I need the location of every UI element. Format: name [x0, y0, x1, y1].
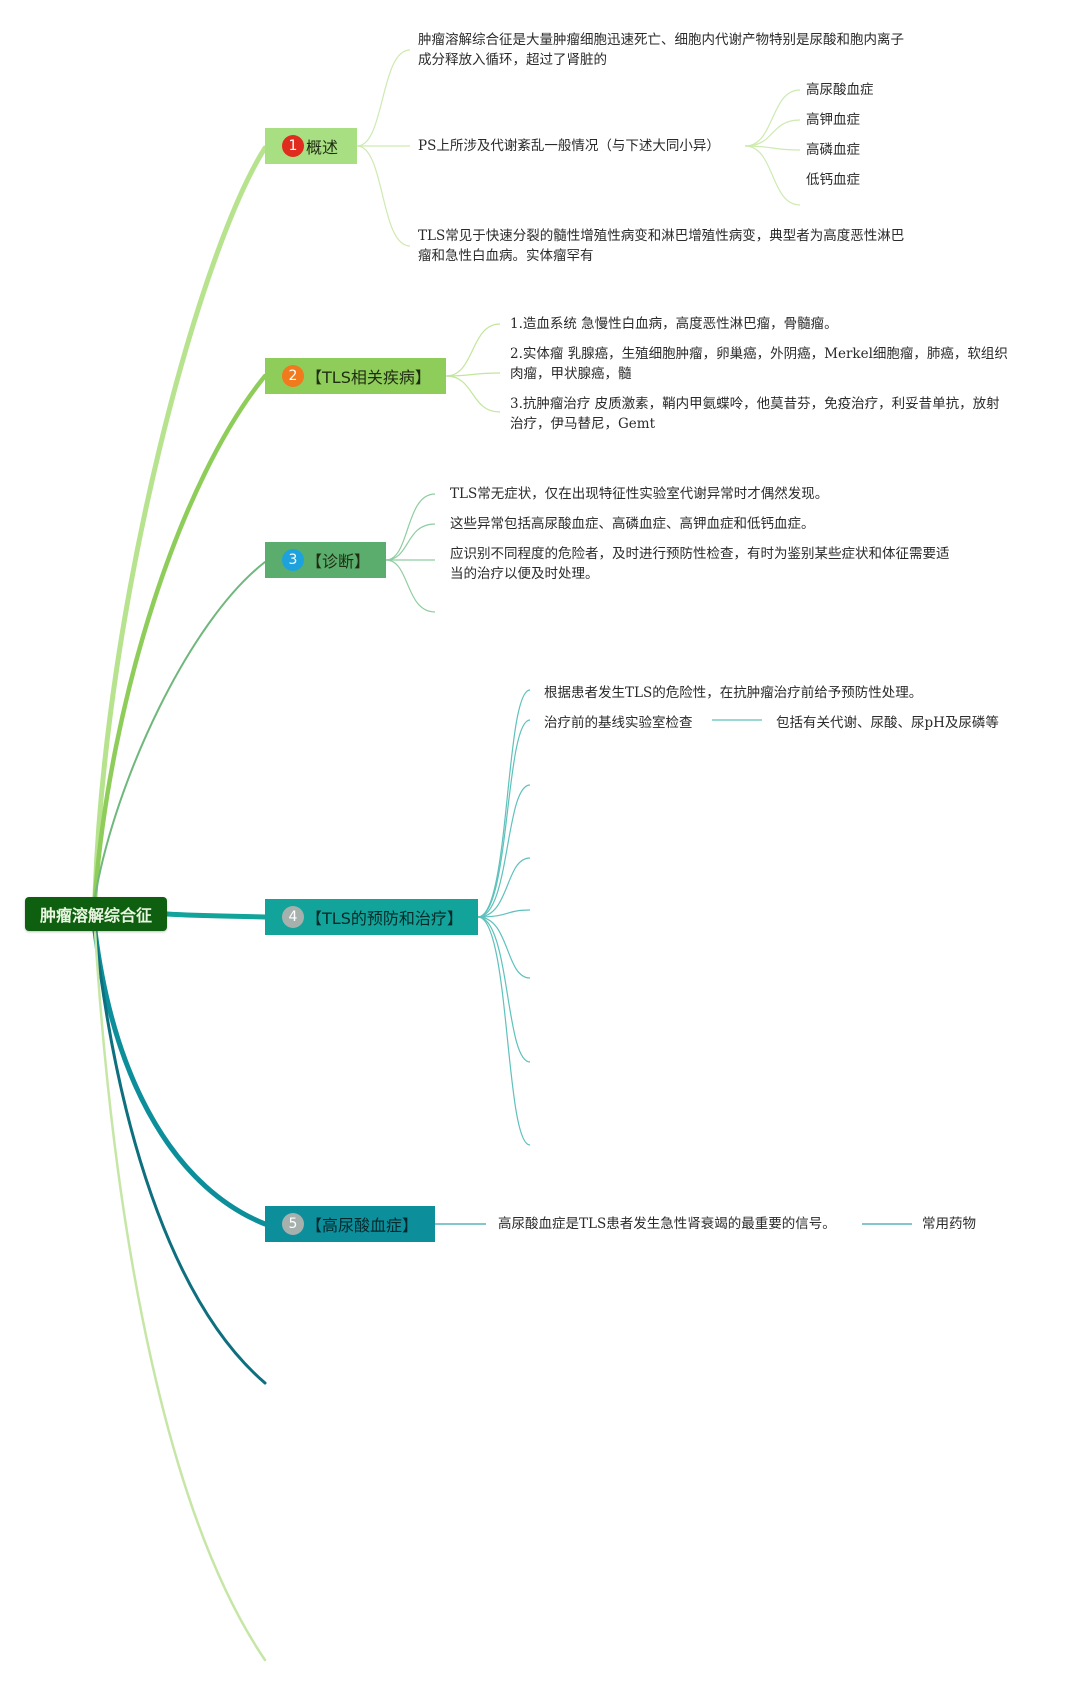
overview-definition[interactable]: 肿瘤溶解综合征是大量肿瘤细胞迅速死亡、细胞内代谢产物特别是尿酸和胞内离子成分释放… [418, 32, 904, 68]
connector-root-tail [93, 929, 267, 1662]
connector-root-topic2 [92, 373, 268, 900]
baseline-labs-detail[interactable]: 包括有关代谢、尿酸、尿pH及尿磷等 [776, 715, 999, 731]
connector-t4-c6 [477, 916, 531, 979]
prevention-baseline-labs[interactable]: 治疗前的基线实验室检查 [544, 715, 693, 731]
topic-prevention-treatment[interactable]: 4 【TLS的预防和治疗】 [265, 899, 478, 935]
connector-t4-c3 [477, 784, 531, 918]
connector-t4-c2 [477, 719, 531, 918]
topic-number-badge: 4 [282, 906, 304, 928]
topic-number-badge: 3 [282, 549, 304, 571]
connector-t1-c2-g3 [744, 145, 801, 151]
connector-t1-c1 [356, 49, 411, 147]
connector-t2-c2 [445, 372, 501, 377]
topic-label: 概述 [306, 138, 339, 157]
hyperuricemia-signal[interactable]: 高尿酸血症是TLS患者发生急性肾衰竭的最重要的信号。 [498, 1216, 836, 1232]
connector-t4-c8 [477, 916, 531, 1146]
diagnosis-risk-identification[interactable]: 应识别不同程度的危险者，及时进行预防性检查，有时为鉴别某些症状和体征需要适当的治… [450, 546, 950, 582]
connector-t4-c5 [477, 909, 531, 918]
connector-root-empty-branch [93, 929, 267, 1385]
metabolic-item[interactable]: 高钾血症 [806, 112, 860, 128]
topic-diagnosis[interactable]: 3 【诊断】 [265, 542, 386, 578]
overview-metabolic-disorders[interactable]: PS上所涉及代谢紊乱一般情况（与下述大同小异） [418, 138, 720, 154]
metabolic-item[interactable]: 低钙血症 [806, 172, 860, 188]
connector-t4-c4 [477, 857, 531, 918]
connector-root-topic5 [92, 928, 268, 1227]
connector-t3-c2 [385, 523, 436, 561]
topic-label: 【诊断】 [306, 552, 371, 571]
metabolic-item[interactable]: 高磷血症 [806, 142, 860, 158]
connector-root-topic1 [92, 145, 268, 900]
topic-tls-diseases[interactable]: 2 【TLS相关疾病】 [265, 358, 446, 394]
topic-label: 【高尿酸血症】 [306, 1216, 419, 1235]
connector-t4-c7 [477, 916, 531, 1063]
topic-number-badge: 1 [282, 135, 304, 157]
diagnosis-asymptomatic[interactable]: TLS常无症状，仅在出现特征性实验室代谢异常时才偶然发现。 [450, 486, 829, 502]
topic-hyperuricemia[interactable]: 5 【高尿酸血症】 [265, 1206, 435, 1242]
connector-t4-c1 [477, 689, 531, 918]
connector-t1-c2-g2 [744, 119, 801, 147]
prevention-risk-based[interactable]: 根据患者发生TLS的危险性，在抗肿瘤治疗前给予预防性处理。 [544, 685, 923, 701]
topic-label: 【TLS相关疾病】 [306, 368, 431, 387]
connector-root-topic3 [94, 561, 266, 898]
connector-t1-c2-g1 [744, 89, 801, 147]
connector-t3-c1 [385, 493, 436, 561]
topic-number-badge: 2 [282, 365, 304, 387]
disease-hematologic[interactable]: 1.造血系统 急慢性白血病，高度恶性淋巴瘤，骨髓瘤。 [510, 316, 838, 332]
diagnosis-abnormalities[interactable]: 这些异常包括高尿酸血症、高磷血症、高钾血症和低钙血症。 [450, 516, 815, 532]
connector-t1-c2-g4 [744, 145, 801, 206]
disease-antitumor-therapy[interactable]: 3.抗肿瘤治疗 皮质激素，鞘内甲氨蝶呤，他莫昔芬，免疫治疗，利妥昔单抗，放射治疗… [510, 396, 1000, 432]
root-node[interactable]: 肿瘤溶解综合征 [25, 897, 167, 931]
connector-t2-c1 [445, 323, 501, 377]
topic-label: 【TLS的预防和治疗】 [306, 909, 463, 928]
disease-solid-tumor[interactable]: 2.实体瘤 乳腺癌，生殖细胞肿瘤，卵巢癌，外阴癌，Merkel细胞瘤，肺癌，软组… [510, 346, 1008, 382]
metabolic-item[interactable]: 高尿酸血症 [806, 82, 874, 98]
common-drugs[interactable]: 常用药物 [922, 1216, 976, 1232]
connector-root-topic4 [164, 911, 268, 920]
connector-t2-c3 [445, 375, 501, 413]
topic-number-badge: 5 [282, 1213, 304, 1235]
connector-t3-c4 [385, 559, 436, 613]
connector-t1-c3 [356, 145, 411, 247]
overview-common-in[interactable]: TLS常见于快速分裂的髓性增殖性病变和淋巴增殖性病变，典型者为高度恶性淋巴瘤和急… [418, 228, 905, 264]
topic-overview[interactable]: 1 概述 [265, 128, 357, 164]
